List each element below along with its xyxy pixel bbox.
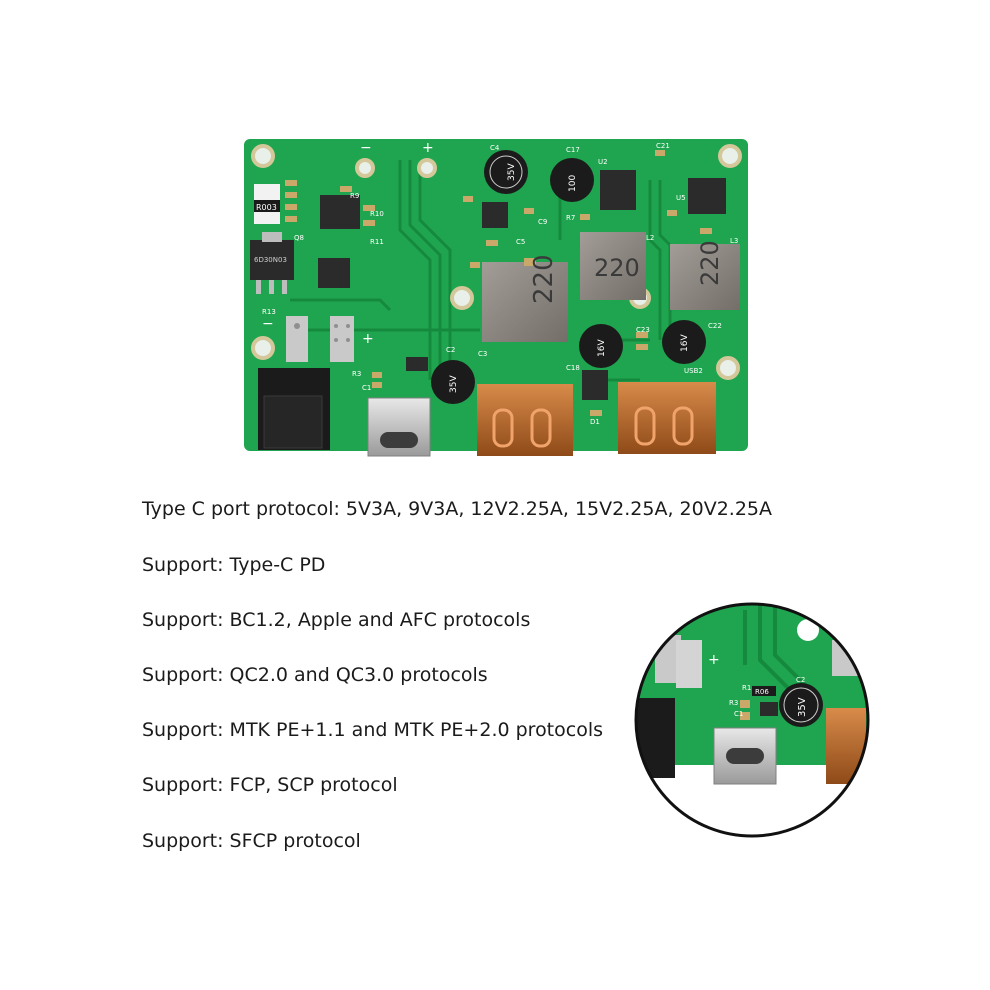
resistor-marking: R003 [256, 203, 277, 212]
svg-text:−: − [360, 140, 372, 156]
svg-text:USB2: USB2 [684, 367, 703, 375]
spec-line-type-c-pd: Support: Type-C PD [142, 554, 326, 576]
svg-text:+: + [708, 652, 720, 668]
svg-text:C9: C9 [538, 218, 547, 226]
dc-barrel-jack [258, 368, 330, 450]
svg-text:+: + [422, 140, 434, 156]
svg-text:R7: R7 [566, 214, 575, 222]
inductor-left: 220 [482, 254, 568, 342]
spec-line-bc12-apple-afc: Support: BC1.2, Apple and AFC protocols [142, 609, 531, 631]
svg-text:+: + [362, 331, 374, 347]
svg-text:C5: C5 [516, 238, 525, 246]
svg-text:−: − [262, 316, 274, 332]
svg-text:220: 220 [594, 254, 640, 282]
svg-text:C21: C21 [656, 142, 670, 150]
svg-text:35V: 35V [449, 375, 459, 393]
inductor-marking: 220 [529, 254, 559, 304]
svg-text:16V: 16V [597, 339, 607, 357]
svg-text:C18: C18 [566, 364, 580, 372]
svg-text:C1: C1 [362, 384, 371, 392]
pcb-board-photo: R003 6D30N03 220 220 220 [244, 139, 748, 457]
usb-a-port-right [618, 382, 716, 454]
zoom-resistor-marking: R06 [755, 688, 769, 696]
svg-text:R1: R1 [742, 684, 751, 692]
svg-text:Q8: Q8 [294, 234, 304, 242]
capacitor-top-right: 100 [550, 158, 594, 202]
svg-text:C2: C2 [796, 676, 805, 684]
svg-text:L2: L2 [646, 234, 654, 242]
capacitor-bottom: 35V [431, 360, 475, 404]
svg-text:R10: R10 [370, 210, 384, 218]
svg-text:35V: 35V [507, 163, 517, 181]
spec-line-qc: Support: QC2.0 and QC3.0 protocols [142, 664, 488, 686]
svg-text:C17: C17 [566, 146, 580, 154]
svg-text:R3: R3 [352, 370, 361, 378]
inductor-middle: 220 [580, 232, 646, 300]
spec-line-type-c-protocol: Type C port protocol: 5V3A, 9V3A, 12V2.2… [142, 498, 773, 520]
capacitor-mid-right: 16V [662, 320, 706, 364]
svg-text:U5: U5 [676, 194, 686, 202]
zoom-cap-marking: 35V [797, 697, 808, 717]
svg-text:C2: C2 [446, 346, 455, 354]
svg-text:C3: C3 [478, 350, 487, 358]
mosfet-marking: 6D30N03 [254, 256, 287, 264]
zoom-circle-outline [634, 602, 870, 838]
spec-line-sfcp: Support: SFCP protocol [142, 830, 361, 852]
svg-text:100: 100 [568, 175, 578, 192]
svg-text:R13: R13 [262, 308, 276, 316]
inductor-right: 220 [670, 240, 740, 310]
svg-text:220: 220 [696, 240, 724, 286]
svg-text:R9: R9 [350, 192, 359, 200]
spec-line-fcp-scp: Support: FCP, SCP protocol [142, 774, 398, 796]
svg-text:16V: 16V [680, 334, 690, 352]
svg-text:R11: R11 [370, 238, 384, 246]
svg-text:C4: C4 [490, 144, 500, 152]
svg-text:C1: C1 [734, 710, 743, 718]
svg-text:D1: D1 [590, 418, 600, 426]
spec-line-mtk: Support: MTK PE+1.1 and MTK PE+2.0 proto… [142, 719, 604, 741]
usb-c-port [367, 397, 431, 457]
svg-text:L3: L3 [730, 237, 738, 245]
capacitor-mid-left: 16V [579, 324, 623, 368]
usb-a-port-left [477, 384, 573, 456]
svg-text:C22: C22 [708, 322, 722, 330]
svg-text:R3: R3 [729, 699, 738, 707]
capacitor-top-left: 35V [484, 150, 528, 194]
svg-text:U2: U2 [598, 158, 608, 166]
svg-text:C23: C23 [636, 326, 650, 334]
